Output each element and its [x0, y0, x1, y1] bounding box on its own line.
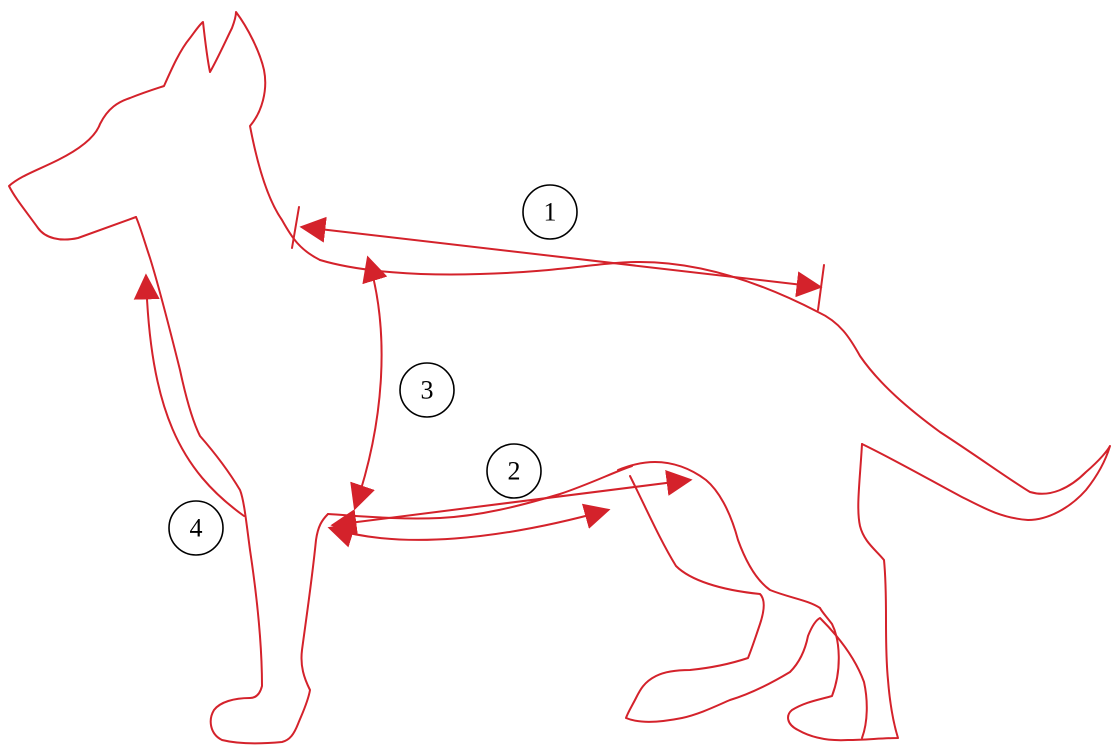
measurement-neck-length — [133, 273, 245, 517]
callout-2: 2 — [486, 443, 542, 499]
dog-head-outline — [8, 11, 321, 261]
dog-silhouette — [8, 11, 1111, 745]
belly-length-lower-arrow — [327, 503, 611, 548]
neck-length-arrow — [133, 273, 245, 517]
measurement-belly-length — [327, 470, 693, 548]
callout-4-label: 4 — [190, 514, 203, 543]
back-length-arrow — [299, 216, 823, 298]
callout-4: 4 — [168, 500, 224, 556]
callout-3-label: 3 — [421, 376, 434, 405]
callout-1: 1 — [522, 184, 578, 240]
chest-depth-arrow — [350, 255, 388, 511]
back-length-start-tick — [291, 206, 300, 249]
callout-1-label: 1 — [544, 198, 557, 227]
dog-hind-leg-outline — [617, 443, 899, 742]
callout-2-label: 2 — [508, 457, 521, 486]
callout-3: 3 — [399, 362, 455, 418]
dog-front-leg-outline — [135, 216, 329, 745]
measurement-back-length — [291, 206, 825, 311]
measurement-chest-depth — [350, 255, 388, 511]
dog-rear-leg-outline — [625, 475, 868, 739]
